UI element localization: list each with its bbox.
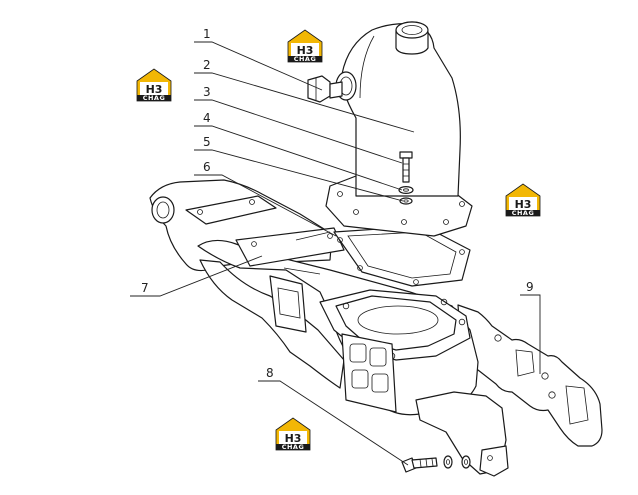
washer-part-5 bbox=[399, 197, 413, 205]
washer-part-4 bbox=[398, 186, 414, 195]
leader-line-1 bbox=[194, 41, 323, 91]
callout-5: 5 bbox=[203, 135, 211, 149]
brand-logo: H3 CHAG bbox=[505, 183, 541, 217]
callout-3: 3 bbox=[203, 85, 211, 99]
logo-subtext: CHAG bbox=[282, 443, 305, 451]
callout-8: 8 bbox=[266, 366, 274, 380]
callout-6: 6 bbox=[203, 160, 211, 174]
leader-line-9 bbox=[520, 294, 541, 374]
leader-line-8 bbox=[258, 380, 409, 466]
logo-text: H3 bbox=[297, 44, 314, 57]
bolt-part-8 bbox=[401, 455, 471, 473]
leader-line-2 bbox=[194, 72, 415, 133]
logo-text: H3 bbox=[146, 83, 163, 96]
leader-line-4 bbox=[194, 125, 403, 191]
callout-4: 4 bbox=[203, 111, 211, 125]
brand-logo: H3 CHAG bbox=[275, 417, 311, 451]
gasket-part-9 bbox=[457, 304, 603, 447]
callout-1: 1 bbox=[203, 27, 211, 41]
logo-subtext: CHAG bbox=[143, 94, 166, 102]
brand-logo: H3 CHAG bbox=[287, 29, 323, 63]
callout-2: 2 bbox=[203, 58, 211, 72]
callout-7: 7 bbox=[141, 281, 149, 295]
leader-line-7 bbox=[130, 255, 263, 297]
leader-line-6 bbox=[194, 174, 337, 237]
leader-line-3 bbox=[194, 99, 403, 164]
flange-gasket-part-6 bbox=[333, 225, 471, 287]
callout-9: 9 bbox=[526, 280, 534, 294]
bolt-part-3 bbox=[399, 151, 413, 183]
exhaust-manifold-part-7 bbox=[149, 179, 509, 477]
leader-line-5 bbox=[194, 149, 404, 202]
brand-logo: H3 CHAG bbox=[136, 68, 172, 102]
leader-lines bbox=[130, 41, 541, 466]
callout-labels: 1 2 3 4 5 6 7 8 9 bbox=[141, 27, 534, 380]
elbow-pipe-part-2 bbox=[325, 21, 473, 237]
logo-text: H3 bbox=[285, 432, 302, 445]
logo-subtext: CHAG bbox=[294, 55, 317, 63]
logo-text: H3 bbox=[515, 198, 532, 211]
logo-subtext: CHAG bbox=[512, 209, 535, 217]
